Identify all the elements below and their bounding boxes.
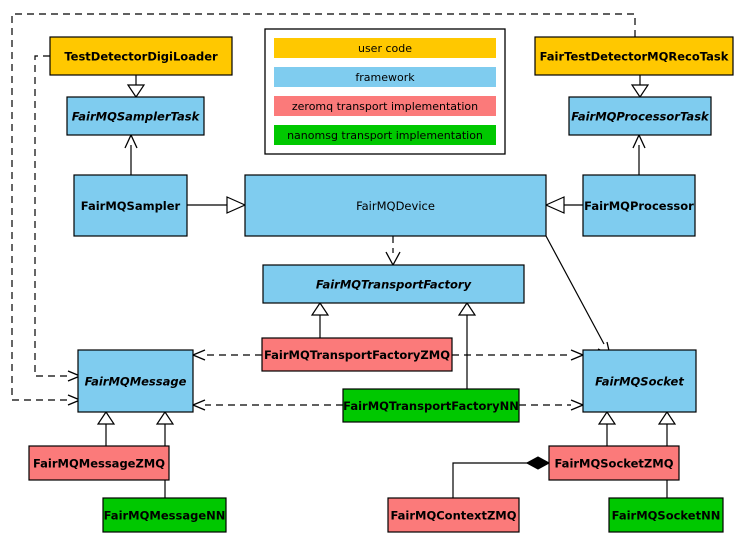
edge-processor-processortask: [632, 134, 646, 175]
edge-processor-device: [544, 196, 583, 214]
class-box-rect: [73, 174, 188, 237]
edge-factorynn-socket: [519, 399, 584, 411]
edge-device-socket: [545, 235, 611, 356]
class-box-label: FairMQSocket: [595, 375, 684, 389]
legend-swatch: [274, 67, 496, 87]
legend-label: framework: [355, 71, 415, 84]
class-box-rect: [548, 445, 680, 481]
class-box-rect: [582, 349, 697, 413]
edge-messagezmq-message: [96, 410, 116, 446]
class-box-rect: [608, 497, 724, 533]
edge-factoryzmq-transportfactory: [310, 301, 330, 338]
edge-sampler-samplertask: [124, 134, 138, 175]
class-box-label: FairMQContextZMQ: [390, 509, 516, 523]
legend-item-nanomsg: nanomsg transport implementation: [274, 125, 496, 145]
legend-swatch: [274, 125, 496, 145]
class-box-FairMQMessageZMQ[interactable]: FairMQMessageZMQ: [28, 445, 170, 481]
edge-factorynn-message: [192, 399, 343, 411]
edge-device-transportfactory: [385, 236, 401, 266]
class-box-rect: [534, 36, 734, 76]
class-box-rect: [342, 388, 520, 423]
class-box-label: FairMQSocketNN: [612, 509, 721, 523]
node-layer: TestDetectorDigiLoader FairTestDetectorMQ…: [28, 36, 734, 533]
edge-factorynn-transportfactory: [457, 301, 477, 389]
class-box-rect: [262, 264, 525, 304]
legend-label: user code: [358, 42, 412, 55]
class-box-rect: [387, 497, 520, 533]
class-box-rect: [49, 36, 233, 76]
edge-sampler-device: [187, 196, 247, 214]
class-box-label: FairMQDevice: [356, 199, 435, 213]
class-box-TestDetectorDigiLoader[interactable]: TestDetectorDigiLoader: [49, 36, 233, 76]
class-box-rect: [261, 337, 453, 372]
edge-recotask-processortask: [630, 75, 650, 99]
legend-item-zeromq: zeromq transport implementation: [274, 96, 496, 116]
class-box-FairMQSocket[interactable]: FairMQSocket: [582, 349, 697, 413]
class-box-rect: [582, 174, 696, 237]
class-box-label: FairMQMessageZMQ: [33, 457, 165, 471]
class-box-FairMQTransportFactoryZMQ[interactable]: FairMQTransportFactoryZMQ: [261, 337, 453, 372]
class-box-rect: [28, 445, 170, 481]
class-box-rect: [66, 96, 205, 136]
class-box-label: FairMQSampler: [81, 199, 181, 213]
class-box-label: FairMQSocketZMQ: [555, 457, 674, 471]
legend-item-framework: framework: [274, 67, 496, 87]
edge-digiloader-samplertask: [126, 75, 146, 99]
class-box-FairTestDetectorMQRecoTask[interactable]: FairTestDetectorMQRecoTask: [534, 36, 734, 76]
edge-factoryzmq-message: [192, 349, 262, 361]
class-box-label: FairMQMessage: [85, 375, 187, 389]
class-box-label: FairMQSamplerTask: [72, 110, 201, 124]
class-box-label: FairMQMessageNN: [104, 509, 226, 523]
class-box-rect: [77, 349, 194, 413]
class-box-label: FairMQProcessorTask: [571, 110, 710, 124]
class-box-label: FairMQTransportFactory: [316, 278, 472, 292]
class-box-FairMQTransportFactory[interactable]: FairMQTransportFactory: [262, 264, 525, 304]
edge-contextzmq-socketzmq: [452, 456, 551, 498]
class-box-label: FairMQProcessor: [584, 199, 694, 213]
class-box-FairMQProcessor[interactable]: FairMQProcessor: [582, 174, 696, 237]
legend-item-user_code: user code: [274, 38, 496, 58]
legend-label: zeromq transport implementation: [292, 100, 478, 113]
legend-items: user code framework zeromq transport imple…: [274, 38, 496, 145]
class-box-label: FairMQTransportFactoryZMQ: [264, 348, 450, 362]
class-box-FairMQContextZMQ[interactable]: FairMQContextZMQ: [387, 497, 520, 533]
class-box-FairMQSamplerTask[interactable]: FairMQSamplerTask: [66, 96, 205, 136]
class-box-FairMQSampler[interactable]: FairMQSampler: [73, 174, 188, 237]
class-box-rect: [244, 174, 547, 237]
class-box-FairMQTransportFactoryNN[interactable]: FairMQTransportFactoryNN: [342, 388, 520, 423]
class-box-rect: [102, 497, 227, 533]
edge-factoryzmq-socket: [452, 349, 584, 361]
class-box-label: FairMQTransportFactoryNN: [343, 399, 519, 413]
class-box-FairMQProcessorTask[interactable]: FairMQProcessorTask: [568, 96, 712, 136]
class-box-FairMQMessage[interactable]: FairMQMessage: [77, 349, 194, 413]
class-box-FairMQMessageNN[interactable]: FairMQMessageNN: [102, 497, 227, 533]
edge-socketzmq-socket: [597, 410, 617, 446]
legend-label: nanomsg transport implementation: [287, 129, 483, 142]
legend-swatch: [274, 38, 496, 58]
class-box-label: TestDetectorDigiLoader: [64, 50, 218, 64]
legend: user code framework zeromq transport imple…: [264, 28, 506, 155]
class-box-label: FairTestDetectorMQRecoTask: [540, 50, 729, 64]
class-box-FairMQSocketNN[interactable]: FairMQSocketNN: [608, 497, 724, 533]
class-box-rect: [568, 96, 712, 136]
edge-layer: [11, 13, 677, 498]
class-box-FairMQDevice[interactable]: FairMQDevice: [244, 174, 547, 237]
class-box-FairMQSocketZMQ[interactable]: FairMQSocketZMQ: [548, 445, 680, 481]
legend-swatch: [274, 96, 496, 116]
